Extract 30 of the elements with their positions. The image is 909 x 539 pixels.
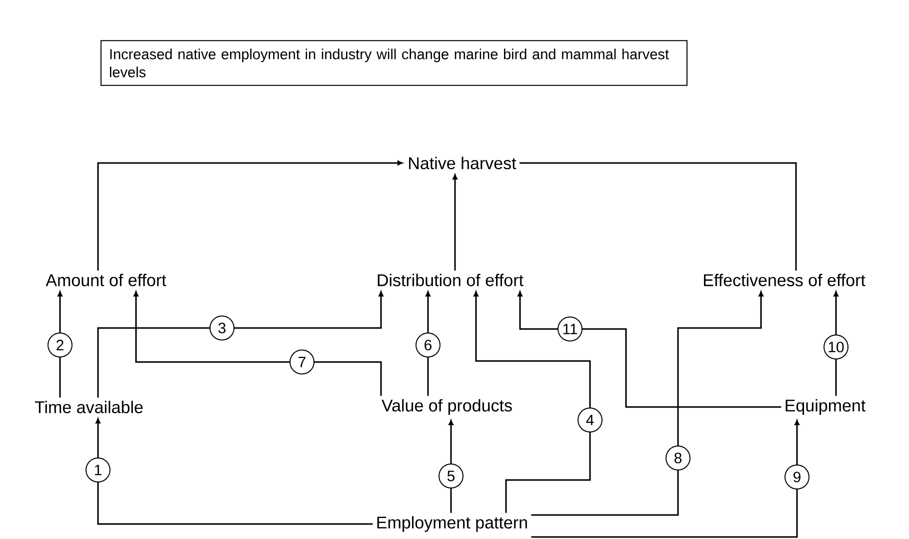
edge-label: 4 [578,408,602,432]
arrow [97,160,403,271]
arrow [518,291,782,408]
node-label: Employment pattern [377,516,527,532]
edge-label: 6 [416,332,440,358]
arrow [474,291,591,513]
node-label: Effectiveness of effort [704,274,866,286]
arrow [448,420,454,513]
arrow [58,291,62,398]
edge-label: 2 [48,332,72,358]
edge-label: 5 [438,464,464,488]
node-label: Distribution of effort [378,274,524,286]
edge-label: 11 [558,316,582,342]
node-label: Amount of effort [46,274,166,286]
statement-box: Increased native employment in industry will change marine bird and mammal harvest levels [100,40,688,86]
node-label: Equipment [786,399,866,415]
node-label: Value of products [382,399,512,415]
edge-label: 8 [666,446,690,470]
edge-label: 7 [290,350,314,374]
edge-label: 1 [86,458,110,482]
arrow [531,420,800,538]
arrow [96,418,373,525]
arrow [834,291,838,396]
edge-label: 9 [784,464,810,490]
arrow [531,291,764,516]
node-label: Native harvest [409,156,516,170]
node-label: Time available [34,400,143,414]
edge-label: 3 [210,316,234,340]
edge-label: 10 [824,334,848,360]
arrow [452,174,458,271]
